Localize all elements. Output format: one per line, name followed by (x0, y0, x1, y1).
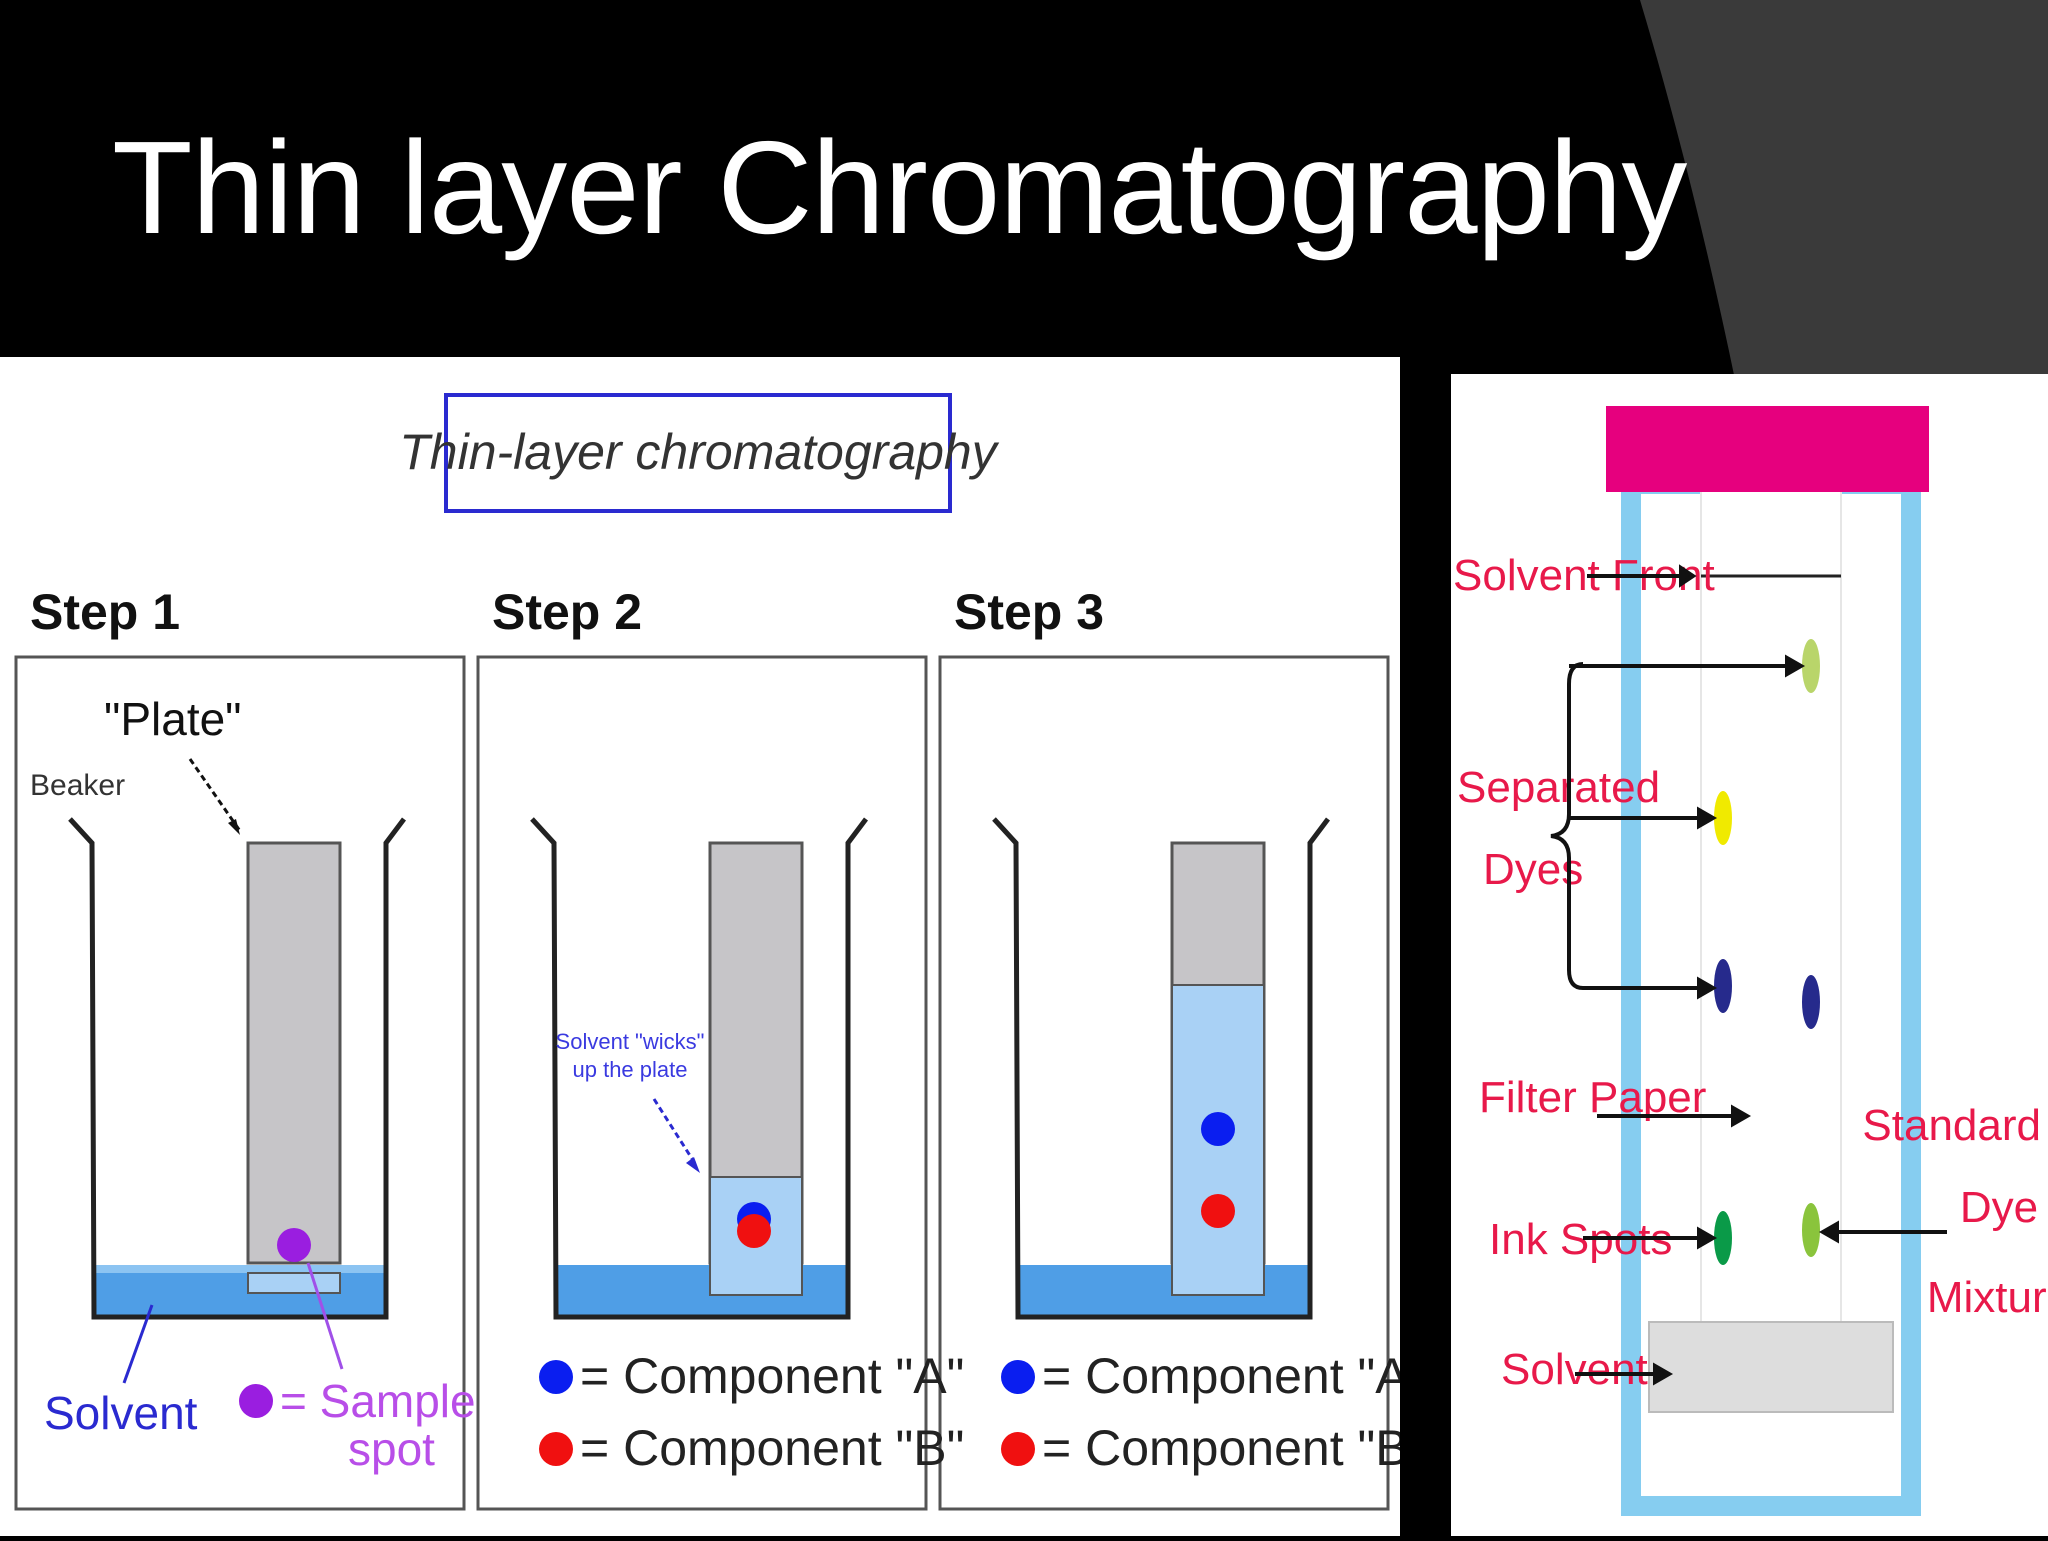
step-3-solvent (1018, 1265, 1310, 1315)
dyes-label: Dyes (1483, 845, 1583, 894)
diagram-title-box (444, 393, 952, 513)
standard-label: Standard (1862, 1101, 2041, 1150)
step-2-legend-b-dot (539, 1432, 573, 1466)
separated-label: Separated (1457, 763, 1660, 812)
pointer-arrows (1550, 564, 1947, 1386)
filter-paper-strip (1700, 479, 1842, 1407)
step-1-beaker-label: Beaker (30, 769, 125, 802)
step-3-legend-a-text: = Component "A" (1042, 1348, 1400, 1404)
dye-yellow (1714, 791, 1732, 845)
step-3-beaker-group: = Component "A" = Component "B" (992, 817, 1426, 1476)
dye-navy-right (1802, 975, 1820, 1029)
step-1-sample-spot (277, 1228, 311, 1262)
step-2-legend-a-text: = Component "A" (580, 1348, 964, 1404)
separated-dyes-brace (1550, 662, 1584, 990)
standard-spot-lime (1802, 1203, 1820, 1257)
step-2-annotation-line2: up the plate (573, 1057, 688, 1082)
step-1-plate (246, 841, 342, 1265)
step-2-annotation-line1: Solvent "wicks" (556, 1029, 705, 1054)
ink-spot-green (1714, 1211, 1732, 1265)
step-1-sample-pointer (306, 1262, 344, 1370)
diagram-title: Thin-layer chromatography (399, 424, 999, 480)
step-1-plate-label: "Plate" (104, 693, 242, 745)
solvent-pool (1648, 1321, 1894, 1413)
step-2-solvent (556, 1265, 848, 1315)
step-3-component-a-spot (1201, 1112, 1235, 1146)
step-1-legend-sample-dot (239, 1384, 273, 1418)
step-3-label: Step 3 (954, 584, 1104, 640)
step-3-component-b-spot (1201, 1194, 1235, 1228)
step-2-beaker (530, 817, 868, 1320)
step-3-beaker (992, 817, 1330, 1320)
step-1-beaker-group: "Plate" Beaker Solvent = Sample spot (30, 693, 476, 1475)
paper-chromatography-svg: Solvent Front Separated Dyes Filter Pape… (1453, 406, 2048, 1516)
step-2-beaker-group: Solvent "wicks" up the plate = Component… (530, 817, 964, 1476)
slide-title: Thin layer Chromatography (112, 114, 1687, 261)
step-2-label: Step 2 (492, 584, 642, 640)
step-1-solvent-pointer (122, 1304, 154, 1384)
step-2-legend-b-text: = Component "B" (580, 1420, 964, 1476)
paper-chromatography-diagram: Solvent Front Separated Dyes Filter Pape… (1451, 374, 2048, 1536)
solvent-label: Solvent (1501, 1345, 1648, 1394)
step-2-component-b-spot (737, 1214, 771, 1248)
step-2-legend-a-dot (539, 1360, 573, 1394)
dye-navy-left (1714, 959, 1732, 1013)
mixture-label: Mixture (1927, 1273, 2048, 1322)
step-1-legend-sample-text: = Sample (280, 1375, 476, 1427)
step-1-label: Step 1 (30, 584, 180, 640)
step-3-legend-b-dot (1001, 1432, 1035, 1466)
top-clip (1606, 406, 1929, 492)
step-1-plate-pointer (188, 758, 242, 832)
dye-label: Dye (1960, 1183, 2038, 1232)
tlc-steps-svg: Thin-layer chromatography Step 1 Step 2 … (14, 393, 1426, 1511)
filter-paper-label: Filter Paper (1479, 1073, 1706, 1122)
step-1-solvent-label: Solvent (44, 1387, 198, 1439)
step-3-legend-a-dot (1001, 1360, 1035, 1394)
step-2-annotation-pointer (652, 1098, 698, 1166)
tlc-steps-diagram: Thin-layer chromatography Step 1 Step 2 … (0, 357, 1426, 1536)
dye-light-green (1802, 639, 1820, 693)
step-1-beaker (68, 817, 406, 1320)
step-3-legend-b-text: = Component "B" (1042, 1420, 1400, 1476)
step-1-legend-spot-text: spot (348, 1423, 435, 1475)
